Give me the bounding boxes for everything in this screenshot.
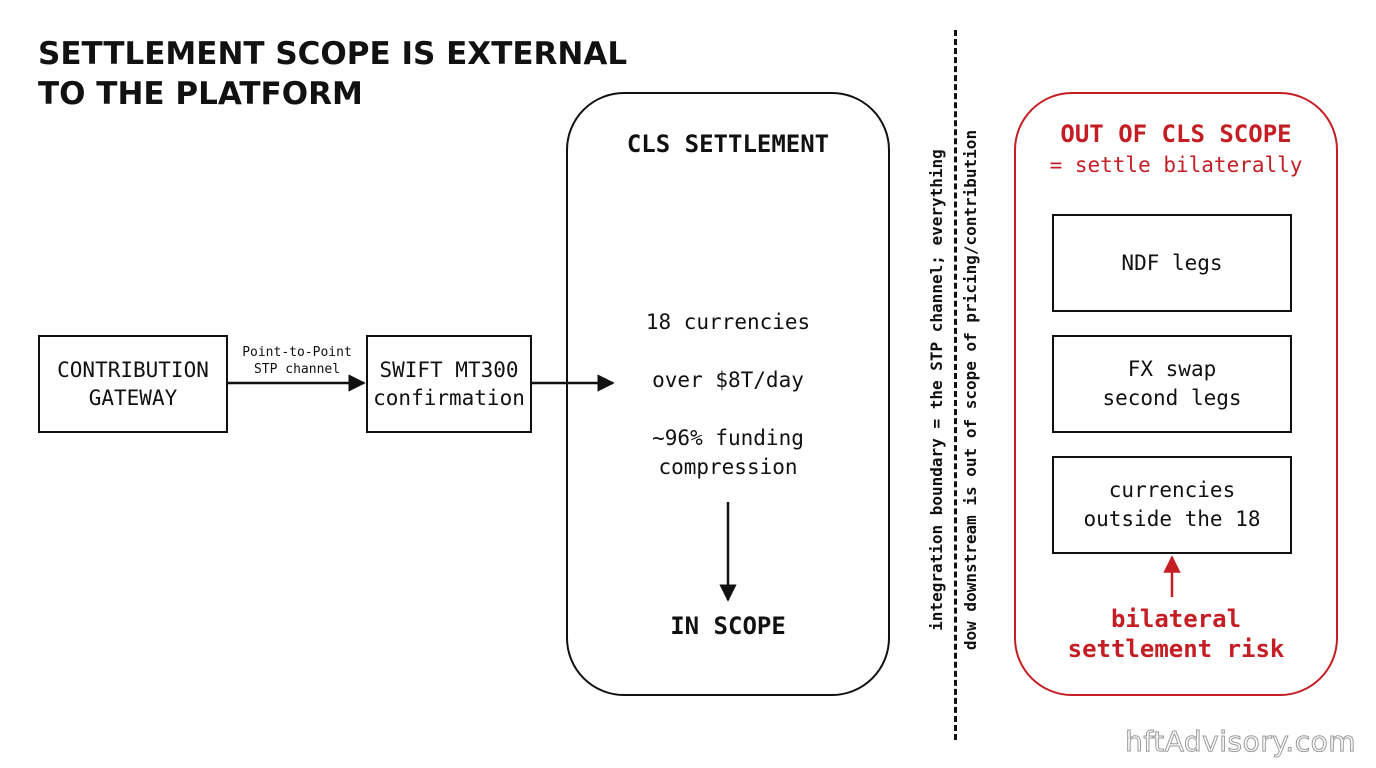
slide-title-line-2: TO THE PLATFORM (38, 76, 363, 112)
cls-settlement-panel (566, 92, 890, 696)
swift-label-line-1: SWIFT MT300 (379, 358, 519, 382)
boundary-label-line-2: dow downstream is out of scope of pricin… (961, 129, 980, 651)
risk-label-line-2: settlement risk (1067, 635, 1285, 663)
cls-settlement-title: CLS SETTLEMENT (626, 130, 830, 158)
bilateral-settlement-risk-label: bilateral settlement risk (1014, 604, 1338, 664)
cls-stat-compression-line-2: compression (658, 455, 798, 479)
slide-title-line-1: SETTLEMENT SCOPE IS EXTERNAL (38, 36, 628, 72)
out-of-scope-item-other-currencies: currencies outside the 18 (1052, 456, 1292, 554)
item-label-line-1: currencies (1108, 478, 1236, 502)
stp-channel-label: Point-to-Point STP channel (230, 344, 364, 378)
cls-stat-currencies: 18 currencies (645, 310, 811, 334)
cls-stat-volume: over $8T/day (652, 368, 804, 392)
cls-stat-compression: ~96% funding compression (566, 424, 890, 482)
contribution-gateway-box: CONTRIBUTION GATEWAY (38, 335, 228, 433)
integration-boundary-divider (954, 30, 957, 740)
out-of-scope-subtitle: = settle bilaterally (1049, 153, 1303, 177)
swift-mt300-box: SWIFT MT300 confirmation (366, 335, 532, 433)
item-label-line-2: outside the 18 (1083, 507, 1261, 531)
integration-boundary-label: integration boundary = the STP channel; … (920, 90, 988, 690)
out-of-cls-scope-panel (1014, 92, 1338, 696)
out-of-scope-item-fx-swap: FX swap second legs (1052, 335, 1292, 433)
out-of-scope-item-ndf-legs: NDF legs (1052, 214, 1292, 312)
cls-stat-compression-line-1: ~96% funding (652, 426, 804, 450)
slide-title: SETTLEMENT SCOPE IS EXTERNAL TO THE PLAT… (38, 34, 638, 114)
gateway-label-line-1: CONTRIBUTION (57, 358, 209, 382)
in-scope-label: IN SCOPE (670, 612, 786, 640)
out-of-scope-title: OUT OF CLS SCOPE (1060, 120, 1292, 148)
gateway-label-line-2: GATEWAY (88, 386, 178, 410)
risk-label-line-1: bilateral (1110, 605, 1242, 633)
item-label-line-1: FX swap (1127, 357, 1217, 381)
item-label-line-1: NDF legs (1121, 250, 1223, 275)
item-label-line-2: second legs (1102, 386, 1242, 410)
swift-label-line-2: confirmation (373, 386, 525, 410)
boundary-label-line-1: integration boundary = the STP channel; … (927, 149, 946, 631)
stp-channel-label-line-2: STP channel (253, 362, 341, 377)
watermark: hftAdvisory.com (1125, 725, 1356, 759)
stp-channel-label-line-1: Point-to-Point (242, 345, 352, 360)
